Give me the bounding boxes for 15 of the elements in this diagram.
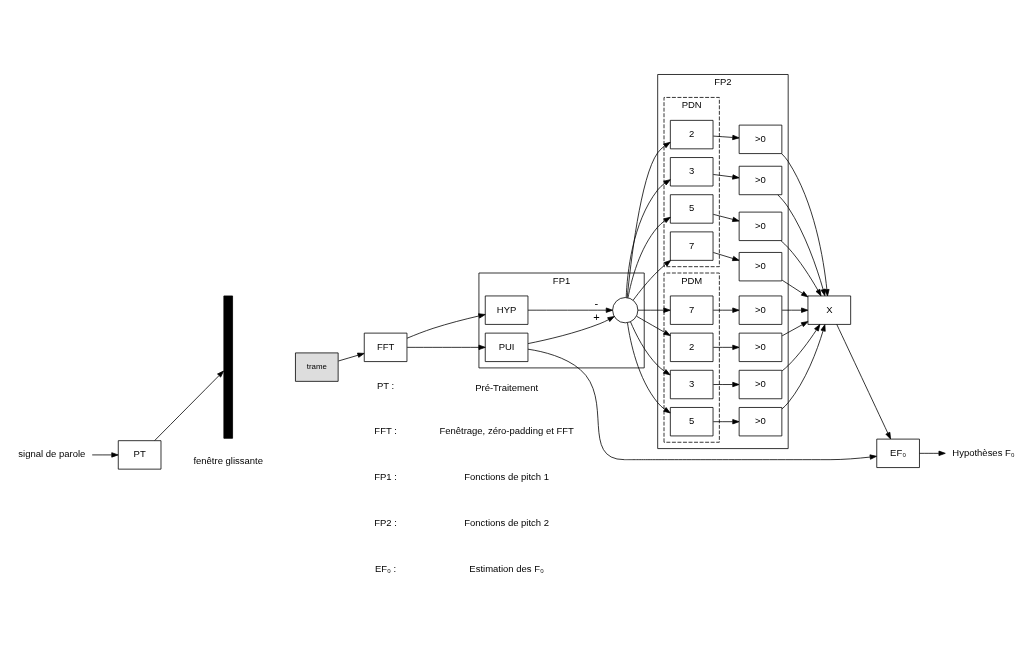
label: fenêtre glissante (193, 454, 264, 466)
edge-label: + (593, 310, 600, 323)
label: FFT : (374, 424, 397, 436)
label: PT : (377, 379, 395, 391)
label: Fonctions de pitch 1 (464, 470, 550, 482)
label: EF₀ : (374, 562, 397, 574)
edge-label: - (594, 296, 599, 309)
node-text: signal de parole (18, 447, 86, 459)
label: Fonctions de pitch 2 (464, 516, 550, 528)
label: FP1 : (374, 470, 397, 482)
label: FP2 : (374, 516, 397, 528)
label: Estimation des F₀ (469, 562, 544, 574)
node-text: Hypothèses F₀ (952, 446, 1015, 458)
label: Pré-Traitement (475, 381, 539, 393)
label: Fenêtrage, zéro-padding et FFT (439, 424, 574, 436)
